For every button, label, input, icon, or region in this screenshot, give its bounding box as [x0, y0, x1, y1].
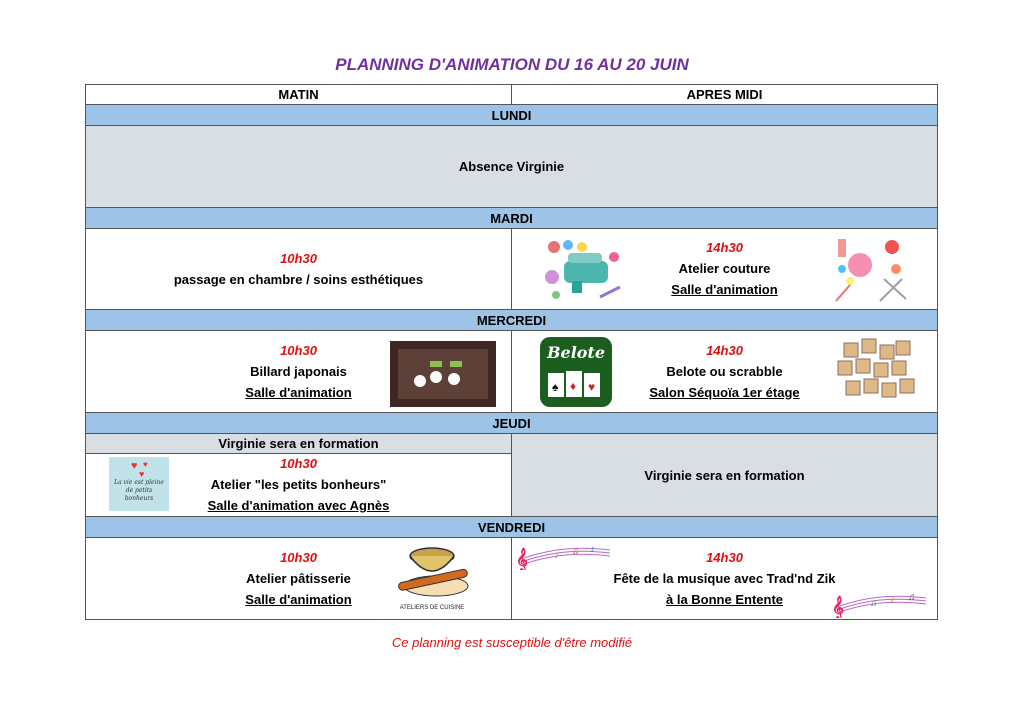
jeudi-apres-midi: Virginie sera en formation: [511, 433, 938, 517]
sewing-machine-icon: [545, 240, 621, 299]
header-apres-midi: APRES MIDI: [511, 84, 938, 105]
music-notes-icon: 𝄞 ♫ ♪ ♫: [832, 592, 927, 618]
header-row: MATIN APRES MIDI: [85, 84, 938, 105]
page-title: PLANNING D'ANIMATION DU 16 AU 20 JUIN: [335, 55, 689, 74]
day-band-vendredi: VENDREDI: [85, 516, 938, 538]
svg-text:♠: ♠: [552, 380, 559, 394]
vendredi-row: 10h30 Atelier pâtisserie Salle d'animati…: [85, 537, 938, 620]
svg-text:♦: ♦: [570, 379, 576, 393]
hearts-icon: ♥♥♥: [131, 460, 148, 479]
mardi-matin: 10h30 passage en chambre / soins esthéti…: [85, 228, 512, 310]
vendredi-apres-midi: 14h30 Fête de la musique avec Trad'nd Zi…: [511, 537, 938, 620]
music-staff-icon: 𝄞 ♪ ♫ ♪: [516, 544, 611, 570]
jeudi-matin-note: Virginie sera en formation: [85, 433, 512, 454]
svg-text:𝄞: 𝄞: [832, 596, 844, 618]
svg-text:♫: ♫: [572, 546, 580, 557]
svg-text:♫: ♫: [908, 592, 916, 603]
jeudi-matin: 10h30 Atelier "les petits bonheurs" Sall…: [85, 453, 512, 517]
day-band-mercredi: MERCREDI: [85, 309, 938, 331]
scrabble-tiles-icon: [837, 338, 915, 398]
belote-logo: Belote ♠♦♥: [540, 337, 612, 407]
day-band-jeudi: JEUDI: [85, 412, 938, 434]
jeudi-matin-row: 10h30 Atelier "les petits bonheurs" Sall…: [85, 453, 938, 517]
mercredi-apres-midi: 14h30 Belote ou scrabble Salon Séquoïa 1…: [511, 330, 938, 413]
svg-text:♪: ♪: [590, 544, 595, 555]
mardi-apres-midi: 14h30 Atelier couture Salle d'animation: [511, 228, 938, 310]
lundi-row: Absence Virginie: [85, 125, 938, 208]
rolling-pin-icon: [398, 547, 469, 597]
mercredi-matin: 10h30 Billard japonais Salle d'animation: [85, 330, 512, 413]
lundi-absence: Absence Virginie: [85, 125, 938, 208]
billard-japonais-icon: [390, 341, 496, 407]
svg-text:♫: ♫: [870, 598, 878, 609]
jeudi-note-row: Virginie sera en formation: [85, 433, 938, 454]
svg-text:♥: ♥: [143, 460, 148, 469]
petits-bonheurs-image: ♥♥♥ La vie est pleine de petits bonheurs: [109, 457, 169, 511]
sewing-supplies-icon: [835, 239, 907, 302]
day-band-lundi: LUNDI: [85, 104, 938, 126]
svg-text:♥: ♥: [131, 460, 138, 472]
playing-cards-icon: ♠ ♦ ♥: [548, 371, 600, 397]
svg-text:♥: ♥: [588, 380, 595, 394]
atelier-cuisine-image: ATELIERS DE CUISINE: [392, 542, 472, 616]
svg-text:𝄞: 𝄞: [516, 548, 528, 570]
jeudi-apres-midi-row: Virginie sera en formation: [85, 433, 938, 517]
header-matin: MATIN: [85, 84, 512, 105]
day-band-mardi: MARDI: [85, 207, 938, 229]
svg-text:♪: ♪: [554, 550, 559, 561]
svg-text:♥: ♥: [139, 469, 144, 479]
footer-note: Ce planning est susceptible d'être modif…: [391, 635, 633, 650]
mardi-row: 10h30 passage en chambre / soins esthéti…: [85, 228, 938, 310]
vendredi-matin: 10h30 Atelier pâtisserie Salle d'animati…: [85, 537, 512, 620]
mercredi-row: 10h30 Billard japonais Salle d'animation…: [85, 330, 938, 413]
svg-text:♪: ♪: [890, 594, 895, 605]
